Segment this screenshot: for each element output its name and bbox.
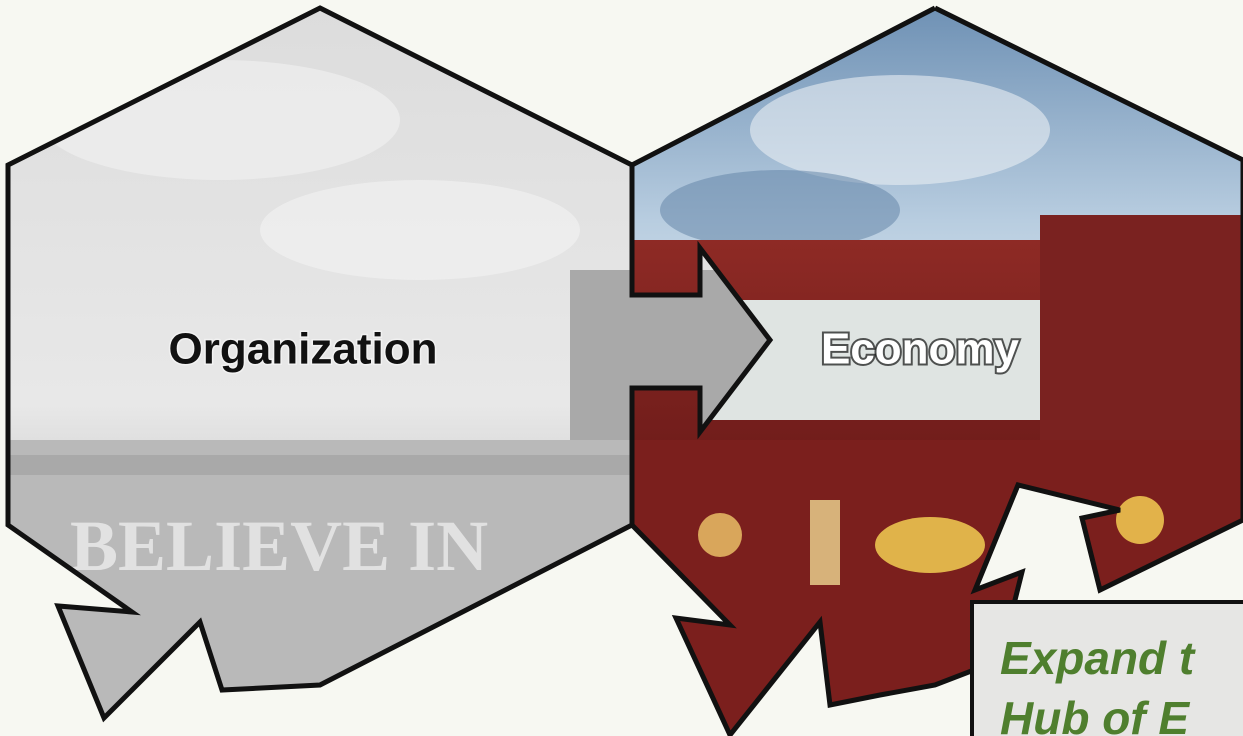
organization-label: Organization <box>169 325 438 374</box>
economy-hexagon-top-edge <box>630 5 937 168</box>
callout-box: Expand t Hub of E <box>970 600 1243 736</box>
callout-line-2: Hub of E <box>1000 692 1190 736</box>
economy-label: Economy <box>821 325 1020 374</box>
faded-sign-text: BELIEVE IN <box>70 506 488 586</box>
callout-line-1: Expand t <box>1000 632 1195 684</box>
